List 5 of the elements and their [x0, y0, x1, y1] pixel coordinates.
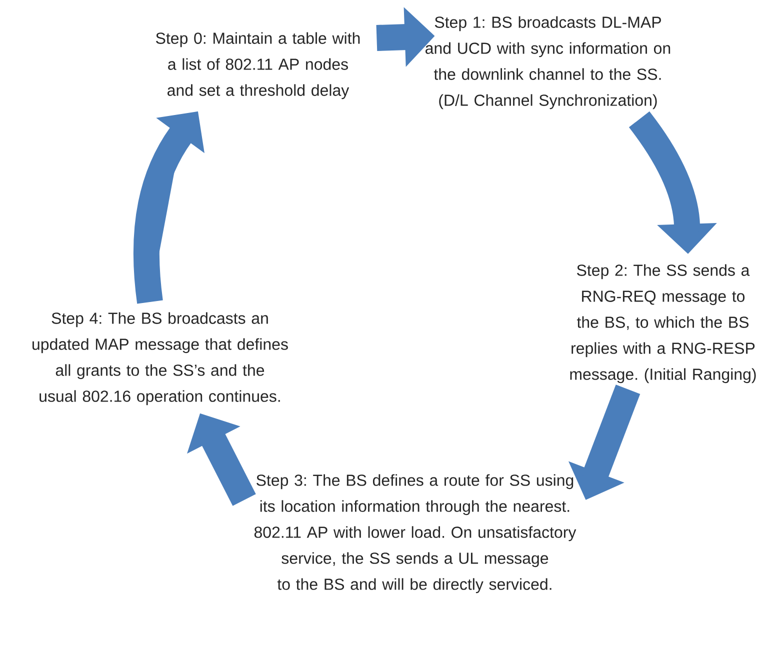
- step-text: Step 2: The SS sends a RNG-REQ message to the BS, to which the BS replies with a RNG-RESP message. (Initial Ranging): [570, 264, 756, 384]
- step-text: Step 4: The BS broadcasts an updated MAP message that defines all grants to the SS’s and the usual 802.16 operation continues.: [32, 312, 288, 406]
- step-text: Step 0: Maintain a table with a list of 802.11 AP nodes and set a threshold delay: [156, 32, 360, 100]
- step-text: Step 1: BS broadcasts DL-MAP and UCD with sync information on the downlink channel to the SS. (D/L Channel Synchronization): [426, 16, 670, 110]
- step-text: Step 3: The BS defines a route for SS using its location information through the nearest. 802.11 AP with lower load. On unsatisfactory service, the SS sends a UL message to the BS and will be directly serviced.: [254, 474, 576, 594]
